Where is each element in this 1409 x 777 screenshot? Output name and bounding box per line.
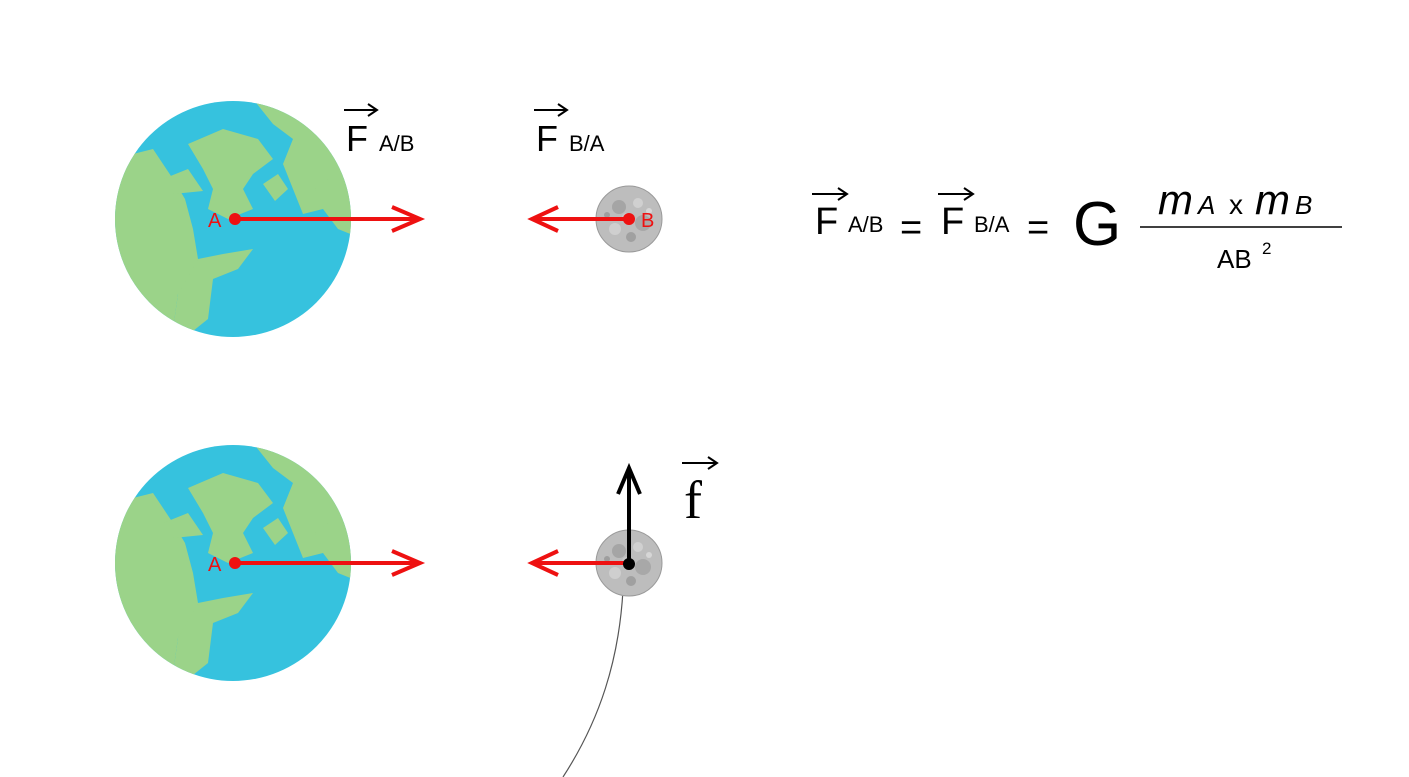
formula-denominator: AB bbox=[1217, 244, 1252, 274]
top-scene: A B F A/B F B/A bbox=[113, 99, 663, 339]
formula-mass-sub-2: B bbox=[1295, 190, 1312, 220]
formula-constant: G bbox=[1073, 190, 1121, 259]
point-b bbox=[623, 213, 635, 225]
moon-trajectory bbox=[562, 589, 624, 777]
formula-force-letter-1: F bbox=[815, 201, 838, 243]
formula-mass-2: m bbox=[1255, 176, 1290, 223]
point-a-label: A bbox=[208, 210, 222, 232]
point-b-label: B bbox=[641, 210, 654, 232]
arrow-left-icon bbox=[527, 549, 559, 577]
point-a-label: A bbox=[208, 554, 222, 576]
point-a bbox=[229, 213, 241, 225]
moon-center-point bbox=[623, 558, 635, 570]
force-arrow-b-on-a bbox=[527, 549, 629, 577]
arrow-left-icon bbox=[527, 205, 559, 233]
force-subscript: B/A bbox=[569, 131, 605, 156]
velocity-label: f bbox=[682, 456, 719, 530]
formula-equals-1: = bbox=[900, 207, 922, 249]
arrow-right-icon bbox=[391, 205, 426, 233]
arrow-right-icon bbox=[391, 549, 426, 577]
bottom-scene: A f bbox=[113, 443, 719, 777]
formula-force-sub-1: A/B bbox=[848, 212, 883, 237]
formula-denominator-exponent: 2 bbox=[1262, 239, 1271, 258]
force-arrow-b-on-a bbox=[527, 205, 629, 233]
formula-force-sub-2: B/A bbox=[974, 212, 1010, 237]
formula-force-letter-2: F bbox=[941, 201, 964, 243]
force-letter: F bbox=[536, 118, 558, 159]
force-subscript: A/B bbox=[379, 131, 414, 156]
force-label-a-on-b: F A/B bbox=[344, 103, 414, 159]
velocity-arrow bbox=[616, 462, 642, 563]
point-a bbox=[229, 557, 241, 569]
arrow-up-icon bbox=[616, 462, 642, 495]
formula-times: x bbox=[1229, 189, 1243, 220]
formula-mass-1: m bbox=[1158, 176, 1193, 223]
force-arrow-a-on-b bbox=[235, 549, 426, 577]
gravitation-formula: F A/B = F B/A = G m A x m B AB 2 bbox=[812, 176, 1342, 274]
formula-mass-sub-1: A bbox=[1196, 190, 1215, 220]
force-label-b-on-a: F B/A bbox=[534, 103, 605, 159]
velocity-letter: f bbox=[684, 470, 702, 530]
force-arrow-a-on-b bbox=[235, 205, 426, 233]
formula-equals-2: = bbox=[1027, 207, 1049, 249]
force-letter: F bbox=[346, 118, 368, 159]
